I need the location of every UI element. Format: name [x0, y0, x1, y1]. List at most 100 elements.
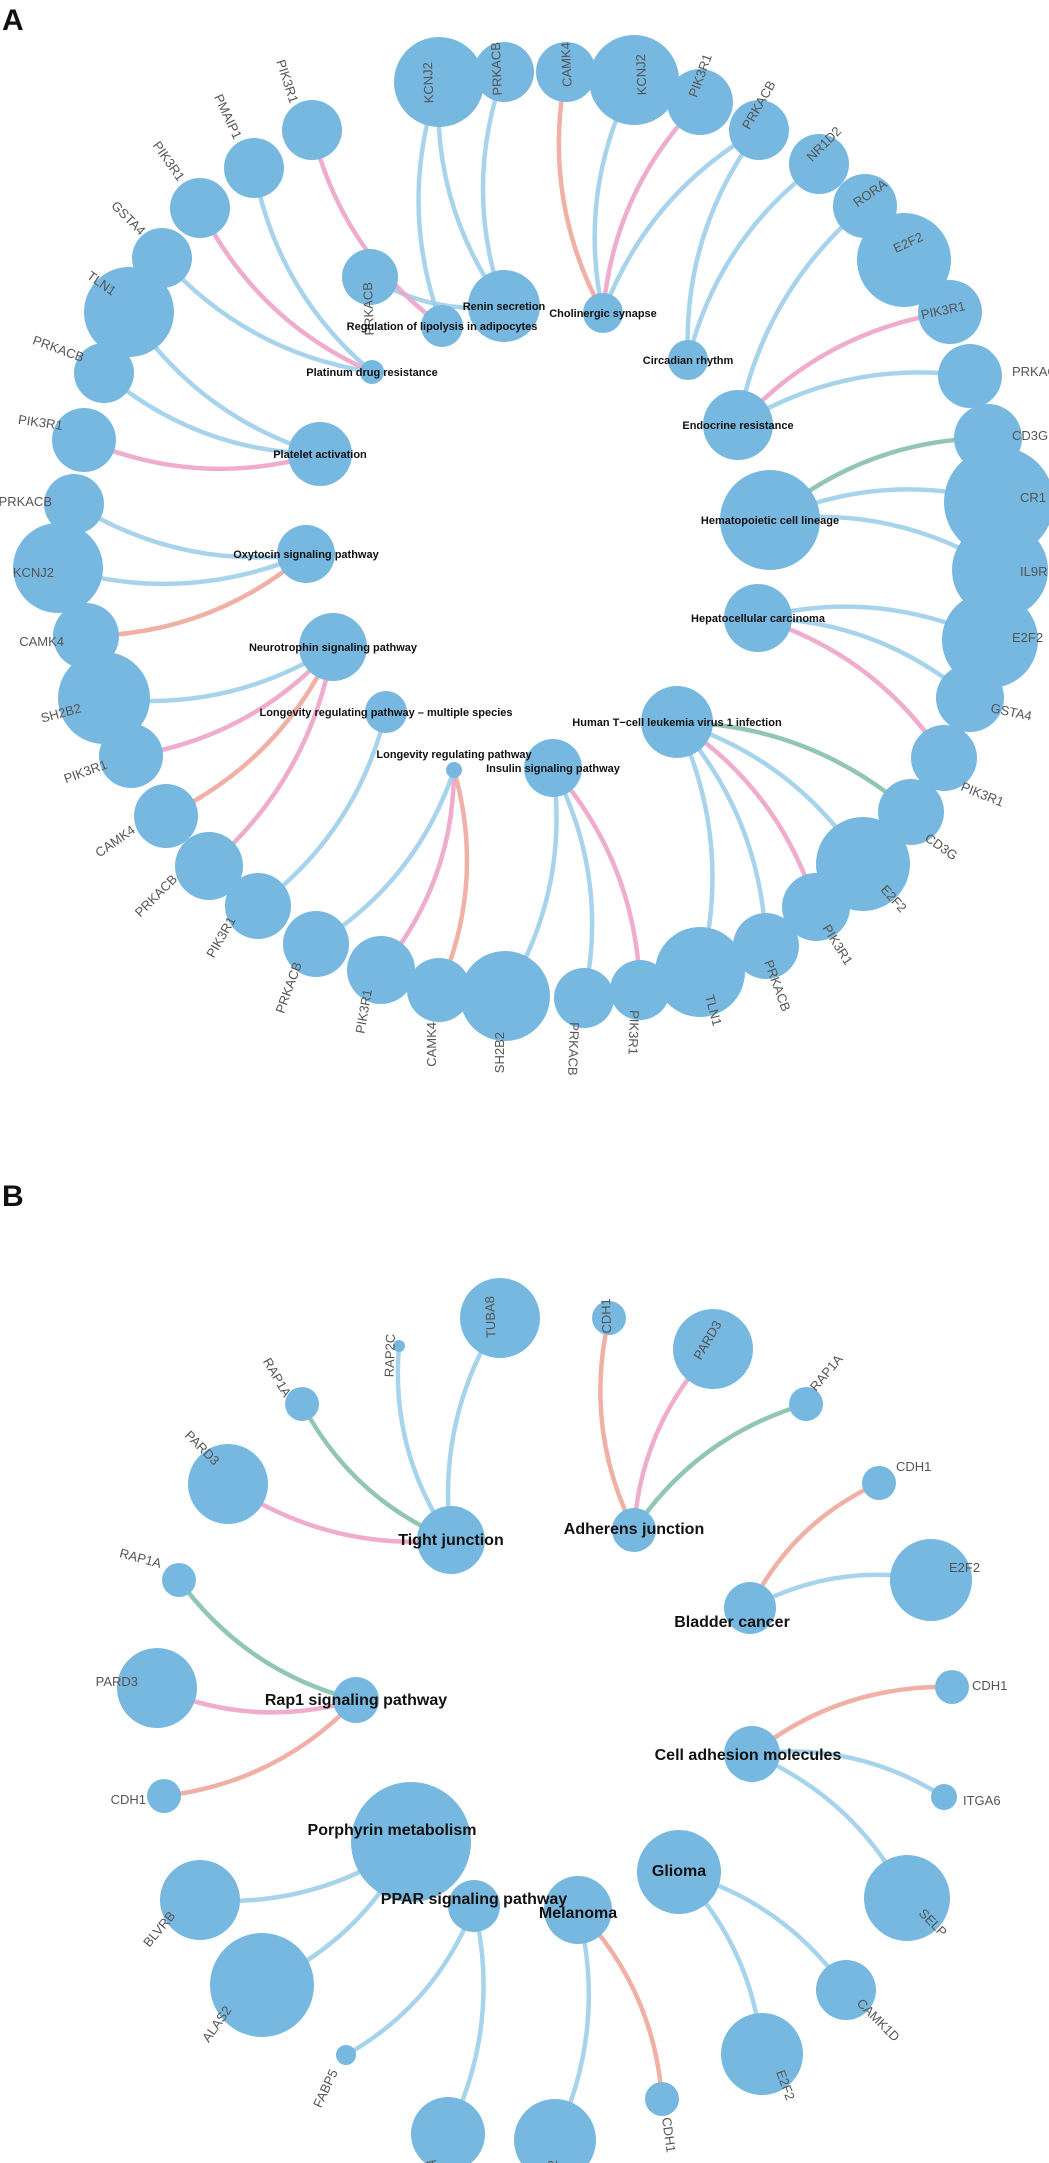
gene-node [282, 100, 342, 160]
gene-label: PIK3R1 [62, 757, 109, 786]
gene-label: PIK3R1 [625, 1010, 642, 1055]
pathway-node [641, 686, 713, 758]
gene-node [610, 960, 670, 1020]
gene-node [175, 832, 243, 900]
gene-node [58, 652, 150, 744]
edge [255, 709, 389, 909]
pathway-node [333, 1677, 379, 1723]
pathway-label: Insulin signaling pathway [486, 763, 621, 775]
gene-node [789, 134, 849, 194]
gene-node [170, 178, 230, 238]
gene-label: CD3G [922, 830, 960, 863]
gene-node [589, 35, 679, 125]
gene-node [474, 42, 534, 102]
panel-b-network: TUBA8RAP2CRAP1APARD3CDH1PARD3RAP1ACDH1E2… [96, 1278, 1007, 2163]
pathway-label: Cholinergic synapse [549, 308, 657, 320]
gene-label: PRKACB [360, 282, 377, 336]
gene-node [857, 213, 951, 307]
gene-label: KCNJ2 [633, 54, 649, 96]
edge [755, 615, 947, 761]
gene-label: PIK3R1 [273, 58, 301, 105]
gene-label: GSTA4 [108, 198, 148, 238]
gene-node [74, 343, 134, 403]
edge [313, 767, 457, 947]
gene-node [554, 968, 614, 1028]
gene-label: ITGA6 [963, 1793, 1001, 1808]
gene-label: PMAIP1 [211, 92, 245, 142]
pathway-label: Hematopoietic cell lineage [701, 515, 839, 527]
panel-a-nodes [13, 35, 1049, 1041]
edge [685, 161, 822, 363]
pathway-node [612, 1508, 656, 1552]
edge [161, 1697, 359, 1799]
gene-node [936, 664, 1004, 732]
edge [197, 205, 375, 375]
gene-node [931, 1784, 957, 1810]
gene-label: PRKACB [565, 1022, 582, 1076]
edge [71, 501, 309, 560]
gene-label: PRKACB [0, 494, 52, 509]
gene-label: CDH1 [972, 1678, 1007, 1693]
gene-label: PIK3R1 [203, 914, 238, 960]
gene-label: CAMK4 [558, 42, 575, 87]
gene-node [13, 523, 103, 613]
gene-node [147, 1779, 181, 1813]
gene-label: PIK3R1 [17, 412, 63, 433]
gene-node [162, 1563, 196, 1597]
pathway-node [417, 1506, 485, 1574]
pathway-node [637, 1830, 721, 1914]
pathway-label: Platelet activation [273, 449, 367, 461]
gene-node [52, 408, 116, 472]
pathway-node [277, 525, 335, 583]
pathway-label: Platinum drug resistance [306, 367, 437, 379]
pathway-node [583, 293, 623, 333]
edge [631, 1401, 809, 1533]
gene-node [160, 1860, 240, 1940]
gene-node [655, 927, 745, 1017]
panel-b-nodes [117, 1278, 972, 2163]
edge [343, 1903, 477, 2058]
gene-label: PRKACB [272, 960, 304, 1015]
pathway-node [448, 1880, 500, 1932]
edge [735, 370, 973, 428]
gene-label: PRKACB [132, 872, 180, 920]
edge [309, 127, 445, 329]
edge [747, 1480, 882, 1611]
gene-node [285, 1387, 319, 1421]
gene-node [918, 280, 982, 344]
gene-node [460, 951, 550, 1041]
gene-label: CR1 [1020, 490, 1046, 505]
gene-node [733, 913, 799, 979]
pathway-node [724, 1582, 776, 1634]
gene-node [864, 1855, 950, 1941]
gene-node [673, 1309, 753, 1389]
gene-node [729, 100, 789, 160]
gene-node [952, 522, 1048, 618]
gene-node [816, 1960, 876, 2020]
panel-b-letter: B [2, 1180, 24, 1213]
gene-label: RAP1A [260, 1355, 294, 1400]
gene-node [188, 1444, 268, 1524]
gene-node [283, 911, 349, 977]
pathway-label: Neurotrophin signaling pathway [249, 642, 418, 654]
gene-label: GSTA4 [989, 700, 1033, 723]
pathway-node [446, 762, 462, 778]
pathway-node [365, 691, 407, 733]
gene-node [942, 592, 1038, 688]
pathway-label: Cell adhesion molecules [655, 1747, 842, 1764]
gene-label: CPT1A [417, 2158, 439, 2163]
gene-node [935, 1670, 969, 1704]
pathway-node [351, 1782, 471, 1902]
gene-node [878, 779, 944, 845]
pathway-node [288, 422, 352, 486]
gene-label: KCNJ2 [13, 565, 54, 580]
gene-node [862, 1466, 896, 1500]
edge [749, 1684, 955, 1757]
edge [251, 165, 375, 375]
pathway-label: Melanoma [539, 1905, 617, 1922]
gene-label: PRKACB [1012, 364, 1049, 379]
gene-label: CDH1 [896, 1459, 931, 1474]
gene-node [592, 1301, 626, 1335]
gene-node [645, 2082, 679, 2116]
gene-label: RAP1A [118, 1545, 163, 1571]
